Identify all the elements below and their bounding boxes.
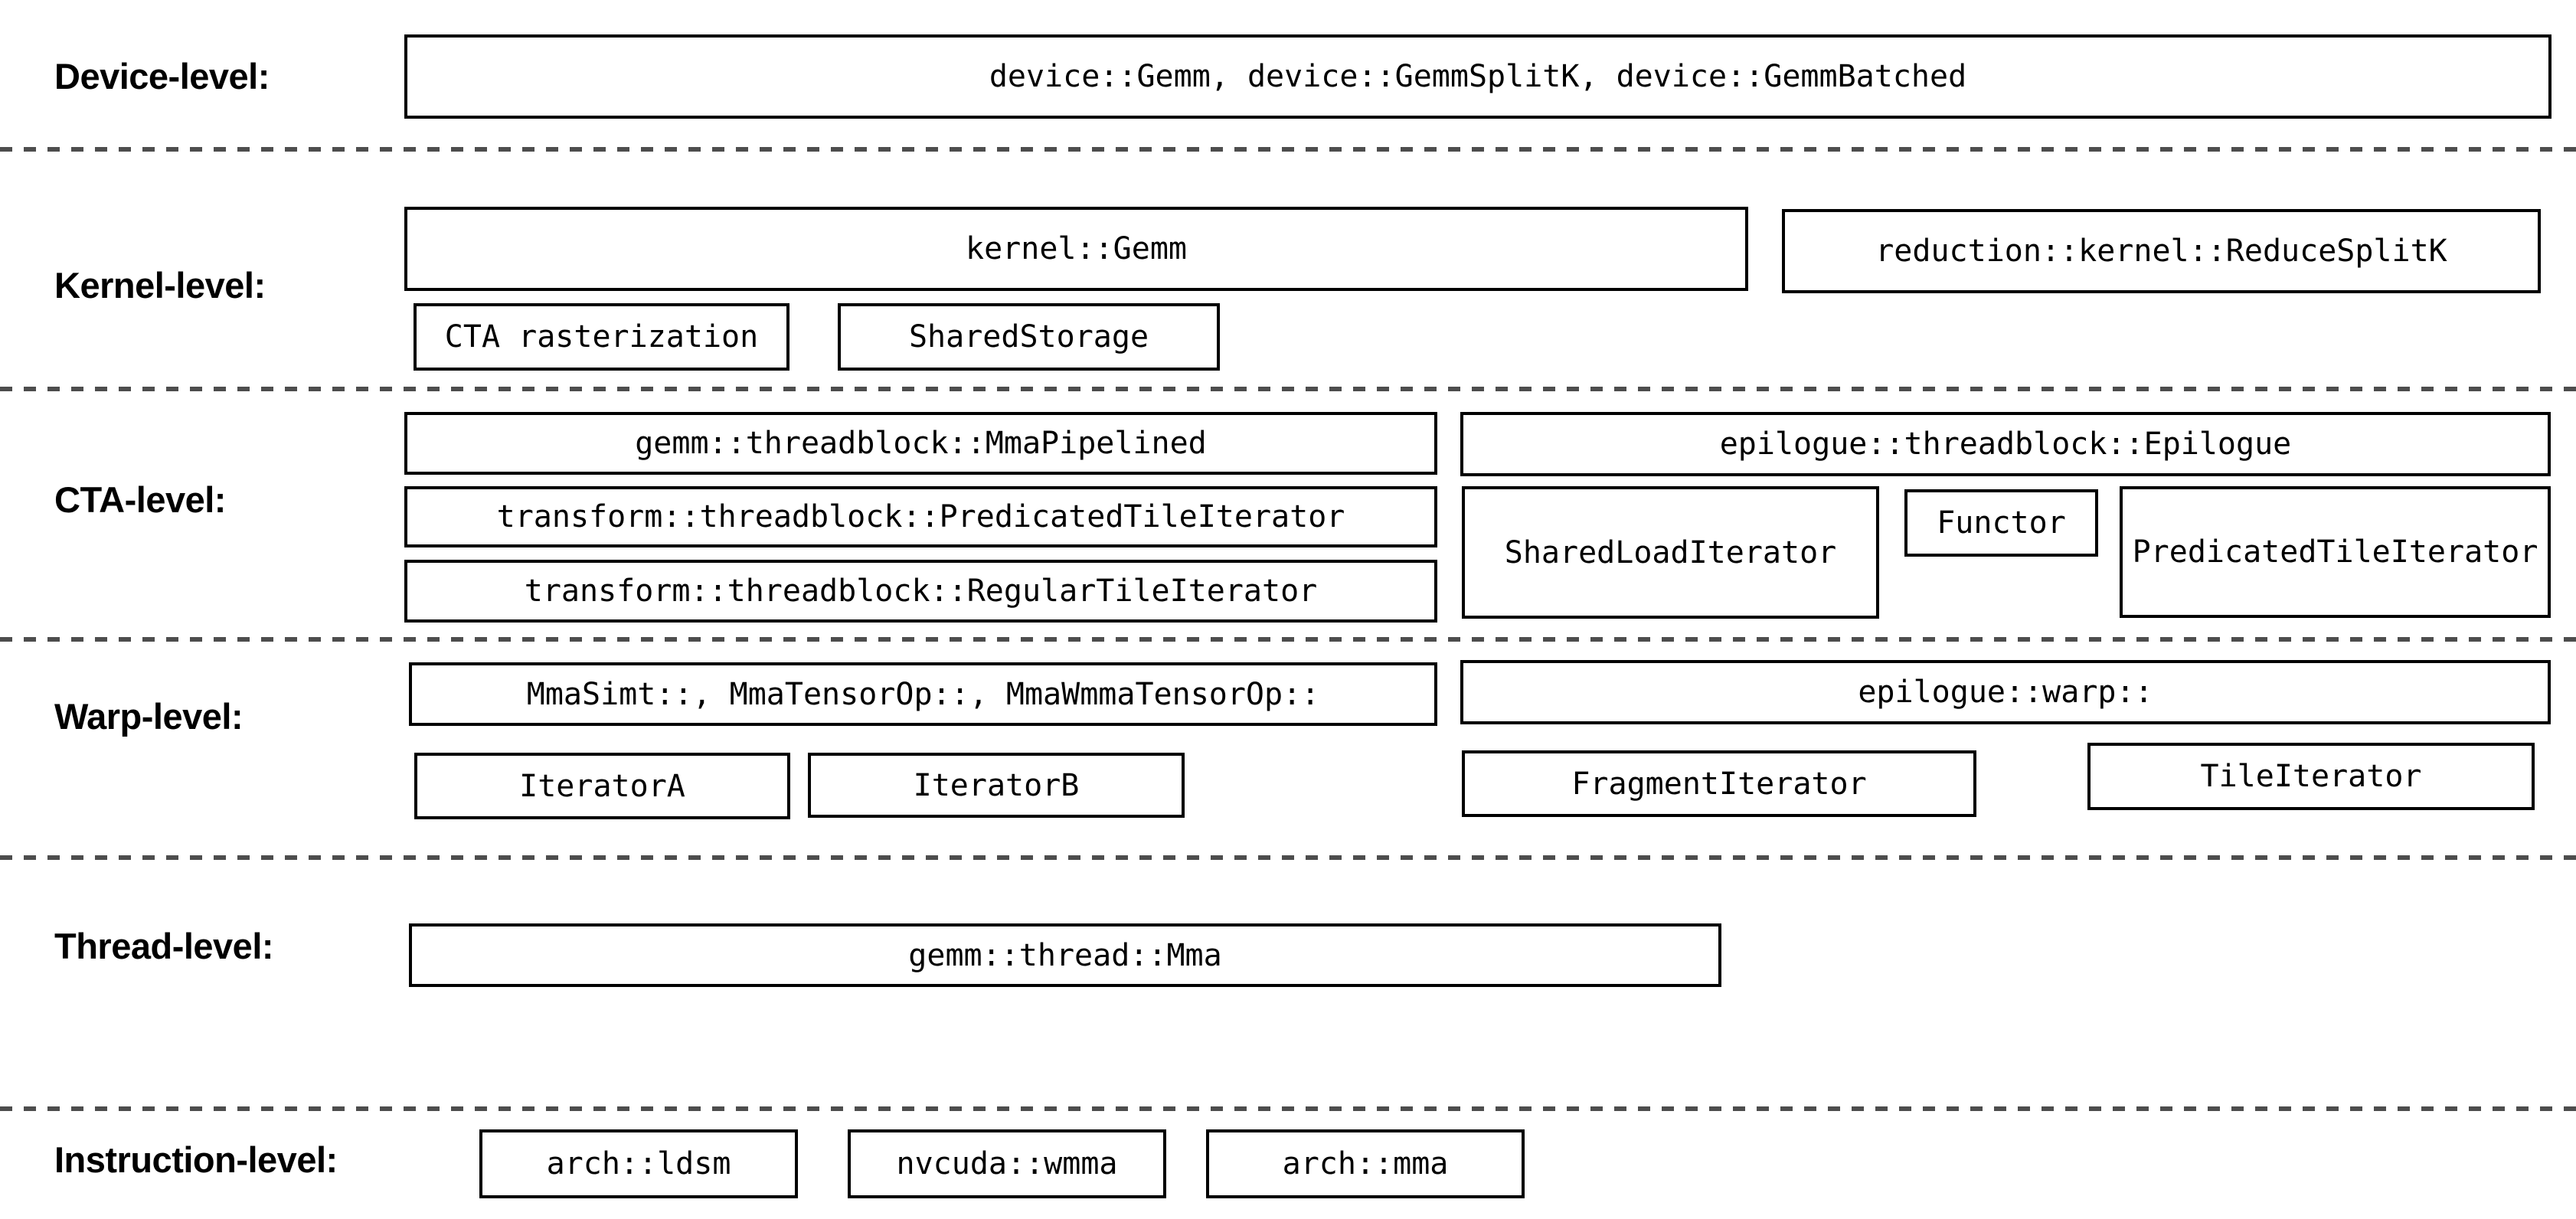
level-divider [0, 637, 2576, 642]
box-gemm-threadblock-mma-pipelined: gemm::threadblock::MmaPipelined [404, 412, 1437, 475]
box-device-gemm-variants: device::Gemm, device::GemmSplitK, device… [404, 34, 2551, 119]
cta-level-label: CTA-level: [54, 479, 226, 520]
box-kernel-gemm: kernel::Gemm [404, 207, 1748, 291]
instruction-level-label: Instruction-level: [54, 1139, 338, 1180]
box-transform-threadblock-predicated-tile-iterator: transform::threadblock::PredicatedTileIt… [404, 486, 1437, 547]
box-cta-rasterization: CTA rasterization [414, 303, 789, 371]
kernel-level-label: Kernel-level: [54, 265, 266, 306]
box-gemm-thread-mma: gemm::thread::Mma [409, 923, 1721, 987]
level-divider [0, 1106, 2576, 1111]
box-functor: Functor [1904, 489, 2098, 557]
device-level-label: Device-level: [54, 56, 270, 96]
level-divider [0, 387, 2576, 391]
box-nvcuda-wmma: nvcuda::wmma [848, 1129, 1166, 1198]
level-divider [0, 855, 2576, 860]
thread-level-label: Thread-level: [54, 926, 274, 966]
box-tile-iterator: TileIterator [2087, 743, 2535, 810]
level-divider [0, 147, 2576, 152]
box-iterator-a: IteratorA [414, 753, 790, 819]
box-shared-load-iterator: SharedLoadIterator [1462, 486, 1879, 619]
box-warp-mma-variants: MmaSimt::, MmaTensorOp::, MmaWmmaTensorO… [409, 662, 1437, 726]
warp-level-label: Warp-level: [54, 696, 244, 737]
box-epilogue-warp: epilogue::warp:: [1460, 660, 2551, 724]
box-shared-storage: SharedStorage [838, 303, 1220, 371]
box-epilogue-threadblock-epilogue: epilogue::threadblock::Epilogue [1460, 412, 2551, 476]
box-arch-ldsm: arch::ldsm [479, 1129, 798, 1198]
box-iterator-b: IteratorB [808, 753, 1185, 818]
box-epilogue-predicated-tile-iterator: PredicatedTileIterator [2120, 486, 2551, 618]
box-reduction-kernel-reduce-splitk: reduction::kernel::ReduceSplitK [1782, 209, 2541, 293]
box-transform-threadblock-regular-tile-iterator: transform::threadblock::RegularTileItera… [404, 560, 1437, 623]
box-arch-mma: arch::mma [1206, 1129, 1525, 1198]
box-fragment-iterator: FragmentIterator [1462, 750, 1976, 817]
